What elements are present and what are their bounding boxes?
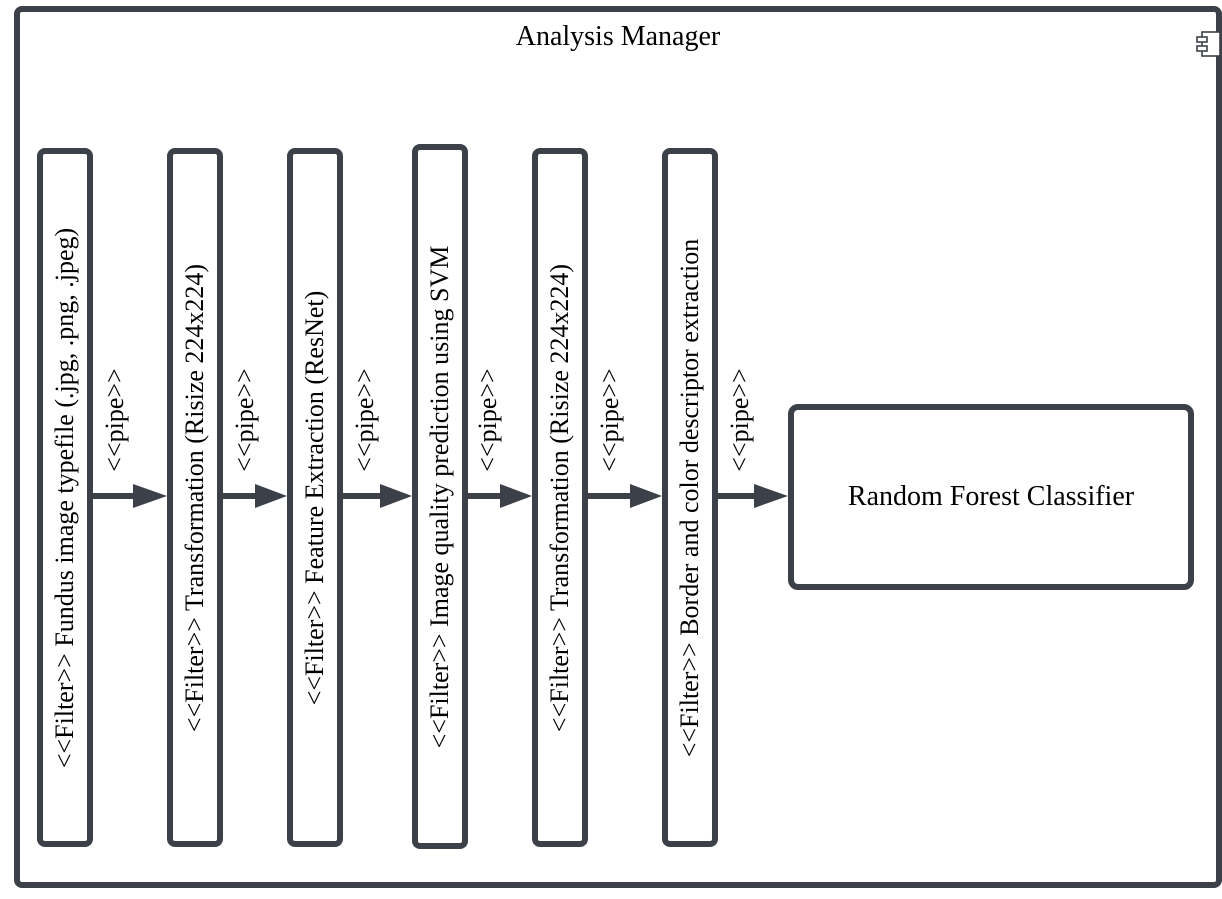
pipe-arrow xyxy=(223,484,287,508)
filter-fundus-input: <<Filter>> Fundus image typefile (.jpg, … xyxy=(37,148,93,847)
analysis-manager-component: Analysis Manager xyxy=(14,6,1222,888)
random-forest-classifier-box: Random Forest Classifier xyxy=(788,404,1194,590)
pipe-arrow xyxy=(718,484,788,508)
filter-feature-extraction: <<Filter>> Feature Extraction (ResNet) xyxy=(287,148,343,847)
component-icon xyxy=(1196,31,1221,57)
pipe-arrow xyxy=(468,484,532,508)
filter-transformation-1: <<Filter>> Transformation (Risize 224x22… xyxy=(167,148,223,847)
filter-border-color-descriptor: <<Filter>> Border and color descriptor e… xyxy=(662,148,718,847)
classifier-label: Random Forest Classifier xyxy=(847,481,1135,512)
pipe-arrow xyxy=(93,484,167,508)
pipe-arrow xyxy=(343,484,412,508)
filter-transformation-2: <<Filter>> Transformation (Risize 224x22… xyxy=(532,148,588,847)
pipe-arrow xyxy=(588,484,662,508)
filter-image-quality-svm: <<Filter>> Image quality prediction usin… xyxy=(412,144,468,849)
component-title: Analysis Manager xyxy=(515,21,721,52)
